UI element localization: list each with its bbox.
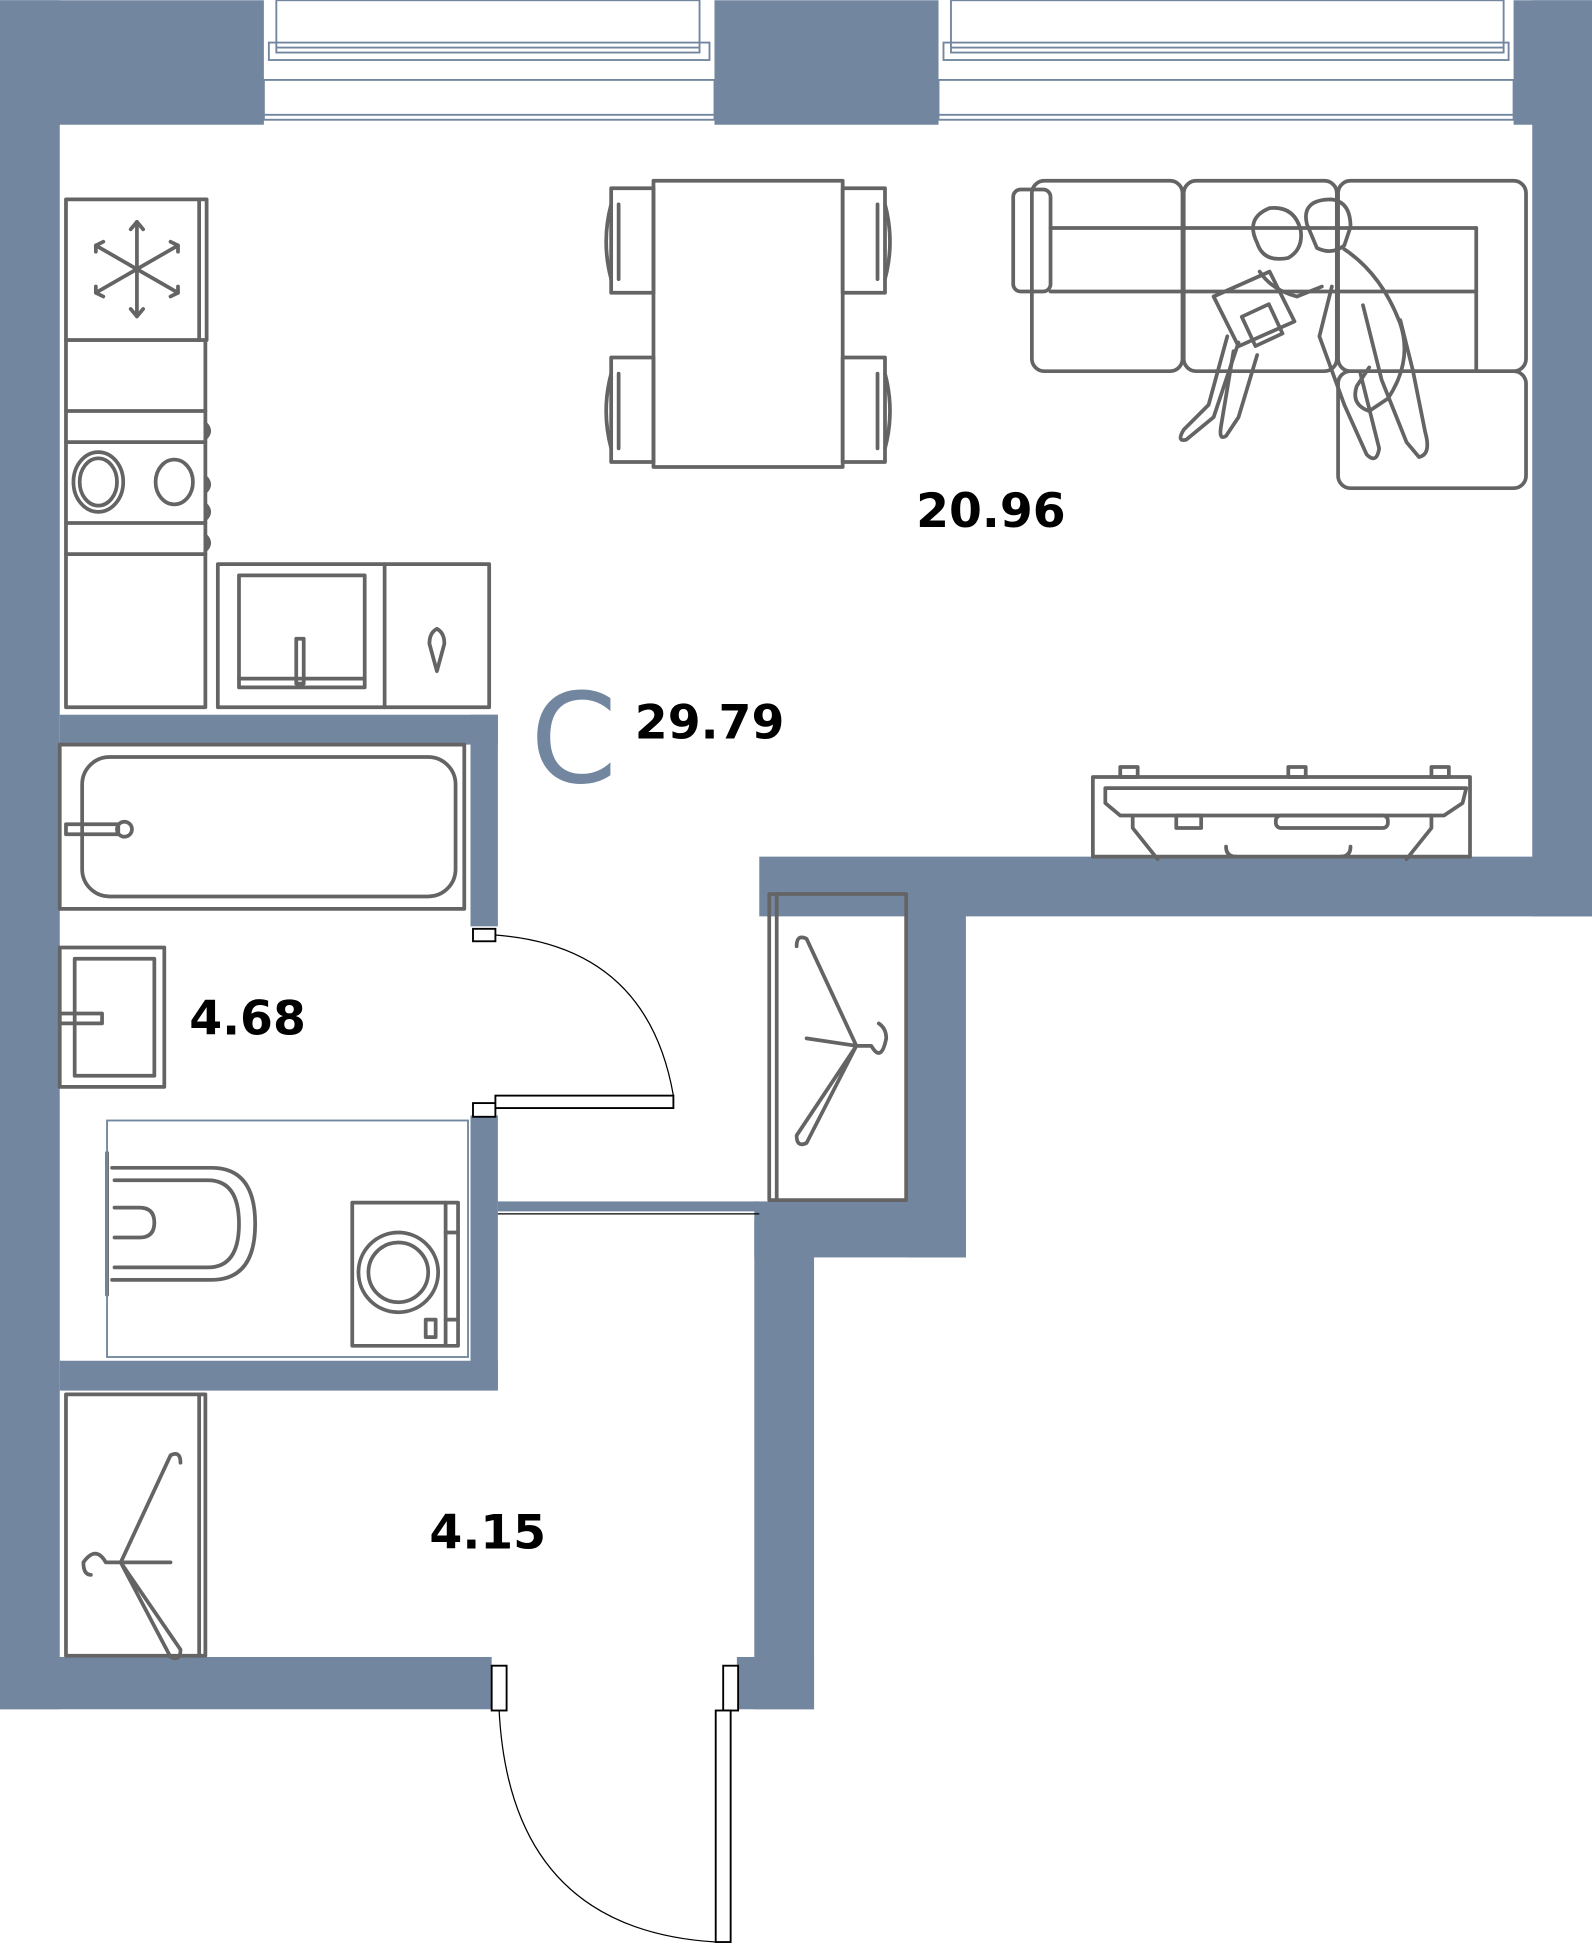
bathtub-icon (57, 742, 467, 911)
window-left (262, 0, 716, 121)
washbasin-icon (57, 945, 167, 1089)
wall-right (1532, 0, 1592, 917)
chair-icon (604, 186, 892, 464)
kitchen-counter-lower (215, 562, 492, 710)
wardrobe-icon (767, 892, 909, 1203)
door-icon (472, 927, 675, 1118)
stove-icon (71, 421, 211, 553)
people-with-laptop-icon (1178, 197, 1430, 461)
wall-corridor-top (497, 1201, 760, 1212)
brand-logo: C (530, 667, 617, 812)
wall-living-bottom (759, 856, 1592, 917)
entrance-door-icon (490, 1664, 740, 1943)
drop-icon (427, 626, 447, 674)
total-area-label: 29.79 (635, 695, 785, 750)
wall-bottom-right (736, 1656, 815, 1710)
kitchen (64, 197, 492, 710)
sofa-icon (1011, 178, 1528, 491)
walls (0, 0, 1592, 1710)
wall-bath-top (59, 714, 498, 745)
hanger-icon (81, 1452, 183, 1661)
wall-bath-right-lower (470, 1115, 498, 1390)
sink-icon (237, 573, 367, 690)
refrigerator-icon (64, 197, 209, 342)
wall-wardrobe-right (906, 884, 966, 1258)
wall-top-middle (714, 0, 939, 125)
hanger-icon (794, 935, 889, 1147)
tv-stand-icon (1090, 765, 1472, 861)
toilet-icon (105, 1151, 258, 1297)
wardrobe-icon (64, 1392, 208, 1661)
wall-bath-right-upper (470, 714, 498, 927)
shower-frame (106, 1119, 469, 1358)
room-area-bathroom: 4.68 (189, 992, 306, 1047)
wall-bath-bottom (59, 1360, 498, 1391)
room-area-hallway: 4.15 (429, 1506, 546, 1561)
wall-bottom-left (0, 1656, 492, 1710)
wall-top-left (0, 0, 264, 125)
window-right (937, 0, 1515, 121)
washing-machine-icon (350, 1200, 460, 1348)
room-area-living: 20.96 (916, 484, 1066, 539)
wall-left (0, 0, 60, 1710)
dining-table-icon (651, 178, 845, 469)
wall-hall-right (754, 1220, 815, 1710)
